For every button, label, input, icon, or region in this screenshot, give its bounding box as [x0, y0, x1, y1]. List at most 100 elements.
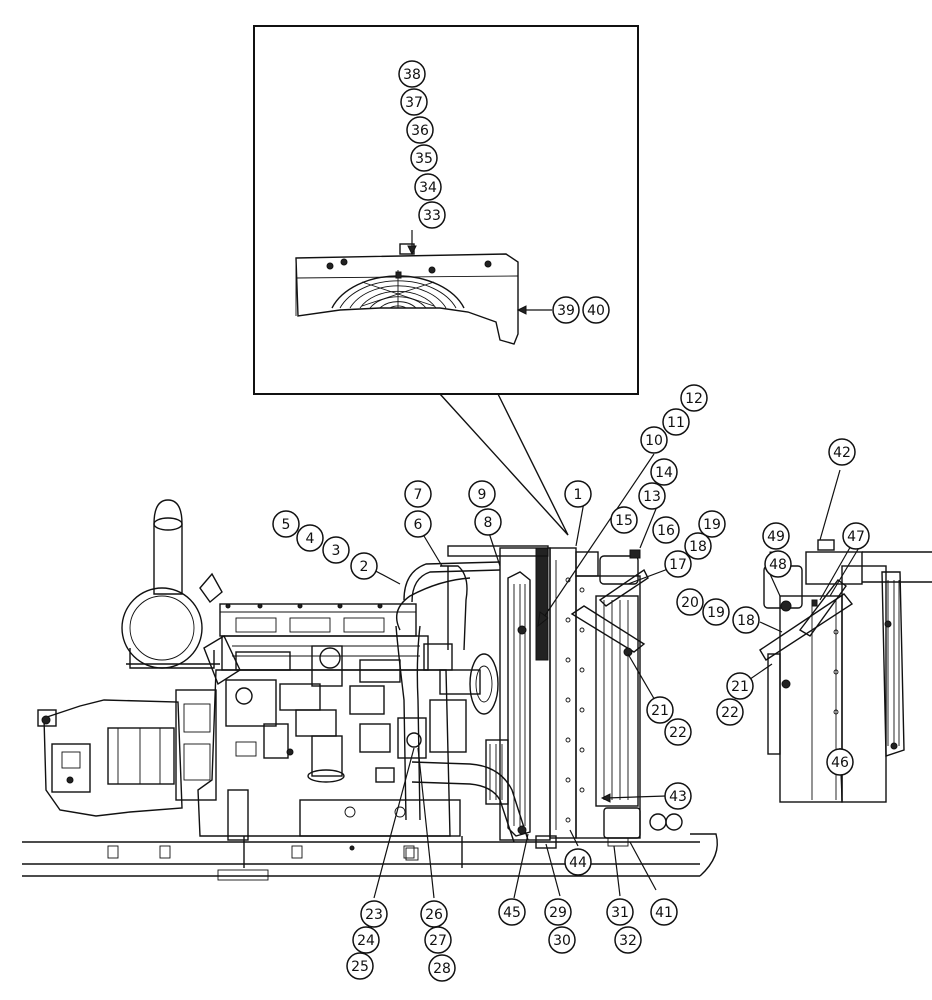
callout-31: 31 — [606, 898, 634, 926]
callout-label: 26 — [425, 907, 443, 923]
callout-40: 40 — [582, 296, 610, 324]
callout-label: 19 — [703, 517, 721, 533]
callout-circle — [548, 926, 576, 954]
callout-circle — [652, 516, 680, 544]
callout-circle — [582, 296, 610, 324]
callout-circle — [398, 60, 426, 88]
callout-label: 34 — [419, 180, 437, 196]
callout-45: 45 — [498, 898, 526, 926]
callout-label: 48 — [769, 557, 787, 573]
callout-16: 16 — [652, 516, 680, 544]
callout-circle — [640, 426, 668, 454]
callout-21: 21 — [726, 672, 754, 700]
engine-block-drawing — [197, 603, 463, 868]
callout-circle — [498, 898, 526, 926]
callout-circle — [716, 698, 744, 726]
callout-label: 29 — [549, 905, 567, 921]
callout-24: 24 — [352, 926, 380, 954]
callout-label: 10 — [645, 433, 663, 449]
fan-shroud-drawing — [295, 243, 519, 345]
callout-circle — [428, 954, 456, 982]
callout-36: 36 — [406, 116, 434, 144]
callout-label: 8 — [484, 515, 493, 531]
callout-11: 11 — [662, 408, 690, 436]
callout-10: 10 — [640, 426, 668, 454]
callout-39: 39 — [552, 296, 580, 324]
callout-label: 3 — [332, 543, 341, 559]
callout-label: 47 — [847, 529, 865, 545]
callout-44: 44 — [564, 848, 592, 876]
callout-circle — [680, 384, 708, 412]
hydraulic-pump-drawing — [37, 689, 217, 817]
callout-6: 6 — [404, 510, 432, 538]
callout-label: 31 — [611, 905, 629, 921]
radiator-drawing — [447, 545, 683, 849]
leader-lines — [369, 453, 861, 899]
callout-label: 16 — [657, 523, 675, 539]
callout-38: 38 — [398, 60, 426, 88]
callout-18: 18 — [732, 606, 760, 634]
callout-circle — [698, 510, 726, 538]
callout-46: 46 — [826, 748, 854, 776]
callout-circle — [418, 201, 446, 229]
callout-label: 9 — [478, 487, 487, 503]
callout-label: 4 — [306, 531, 315, 547]
callout-label: 35 — [415, 151, 433, 167]
callout-label: 32 — [619, 933, 637, 949]
callout-circle — [826, 748, 854, 776]
callout-label: 38 — [403, 67, 421, 83]
callout-2: 2 — [350, 552, 378, 580]
callout-circle — [544, 898, 572, 926]
callout-48: 48 — [764, 550, 792, 578]
callout-label: 12 — [685, 391, 703, 407]
callout-label: 43 — [669, 789, 687, 805]
callout-circle — [842, 522, 870, 550]
callout-label: 21 — [731, 679, 749, 695]
callout-label: 15 — [615, 513, 633, 529]
callout-circle — [684, 532, 712, 560]
callout-circle — [762, 522, 790, 550]
callout-18: 18 — [684, 532, 712, 560]
callout-label: 49 — [767, 529, 785, 545]
callout-label: 19 — [707, 605, 725, 621]
callout-label: 20 — [681, 595, 699, 611]
hose-piping-drawing — [395, 561, 529, 843]
callout-circle — [606, 898, 634, 926]
callout-label: 44 — [569, 855, 587, 871]
callout-circle — [322, 536, 350, 564]
callout-label: 13 — [643, 489, 661, 505]
callout-label: 18 — [689, 539, 707, 555]
callout-25: 25 — [346, 952, 374, 980]
callout-circle — [406, 116, 434, 144]
callout-circle — [614, 926, 642, 954]
callout-30: 30 — [548, 926, 576, 954]
callout-49: 49 — [762, 522, 790, 550]
callout-29: 29 — [544, 898, 572, 926]
callout-34: 34 — [414, 173, 442, 201]
callout-circle — [664, 550, 692, 578]
callout-circle — [404, 480, 432, 508]
callout-4: 4 — [296, 524, 324, 552]
callout-circle — [404, 510, 432, 538]
callout-label: 30 — [553, 933, 571, 949]
callout-circle — [410, 144, 438, 172]
callout-label: 36 — [411, 123, 429, 139]
callout-label: 18 — [737, 613, 755, 629]
callout-label: 1 — [574, 487, 583, 503]
callout-circle — [296, 524, 324, 552]
callout-33: 33 — [418, 201, 446, 229]
callout-label: 37 — [405, 95, 423, 111]
callout-circle — [664, 718, 692, 746]
callout-label: 41 — [655, 905, 673, 921]
callout-circle — [726, 672, 754, 700]
callout-21: 21 — [646, 696, 674, 724]
callout-circle — [474, 508, 502, 536]
callout-circle — [552, 296, 580, 324]
chassis-frame-rails — [22, 833, 718, 881]
callout-37: 37 — [400, 88, 428, 116]
callout-label: 24 — [357, 933, 375, 949]
callout-19: 19 — [702, 598, 730, 626]
callout-9: 9 — [468, 480, 496, 508]
callout-28: 28 — [428, 954, 456, 982]
